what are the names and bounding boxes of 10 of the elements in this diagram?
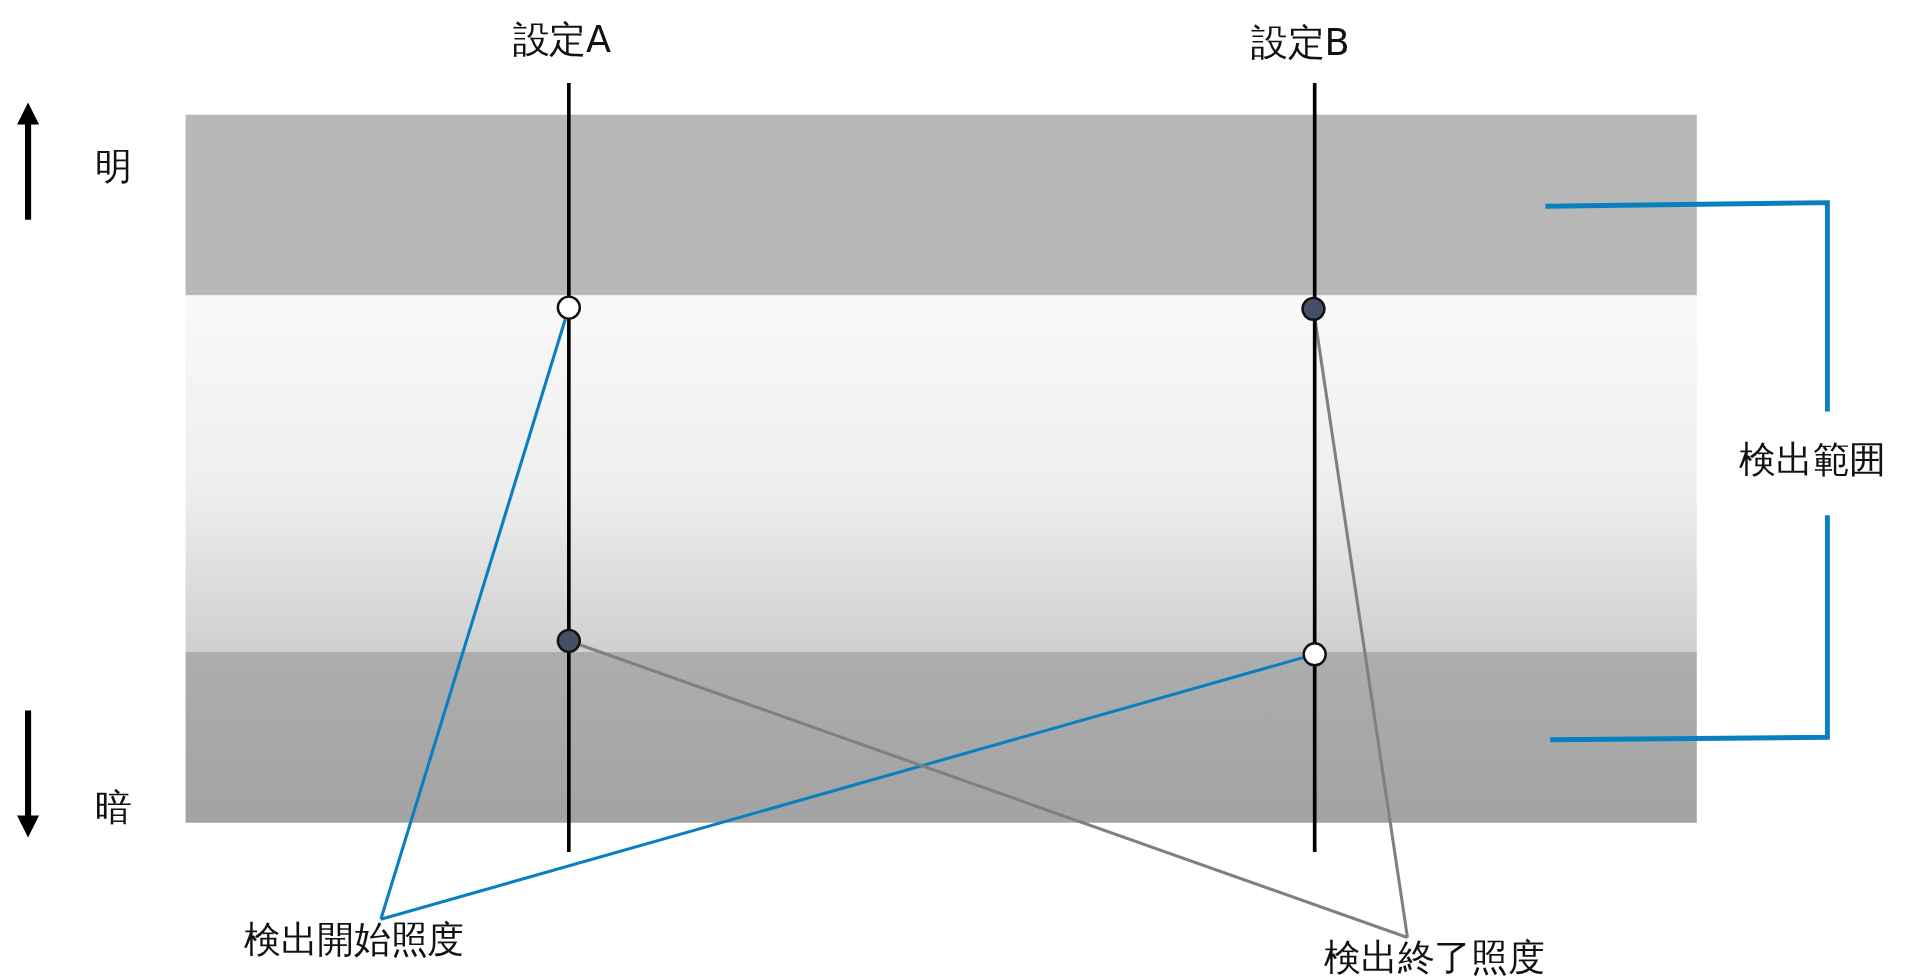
caption-text: 検出終了照度 <box>1324 937 1545 978</box>
axis-label: 明 <box>95 146 132 188</box>
leader-line <box>380 656 1304 921</box>
caption-text: 検出開始照度 <box>244 919 464 961</box>
range-label: 検出範囲 <box>1739 439 1886 481</box>
setting-label: 設定B <box>1251 21 1350 64</box>
axis-label: 暗 <box>95 787 132 829</box>
leader-line <box>379 318 567 920</box>
setting-label: 設定A <box>512 19 611 62</box>
leader-line <box>579 643 1408 939</box>
